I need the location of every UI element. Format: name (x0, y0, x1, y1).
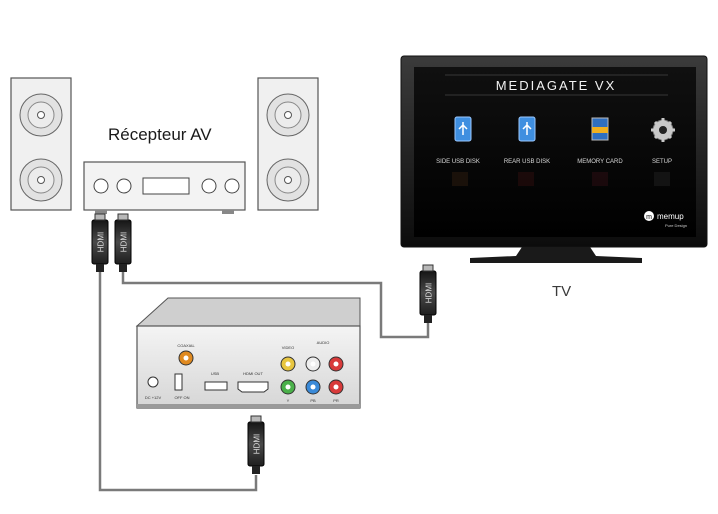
receiver-label: Récepteur AV (108, 125, 212, 144)
tv-menu-item-label: SIDE USB DISK (436, 159, 480, 165)
svg-text:HDMI OUT: HDMI OUT (243, 371, 263, 376)
power-switch (174, 373, 183, 391)
svg-text:Y: Y (287, 398, 290, 403)
cable-receiver-to-tv (121, 262, 430, 339)
receiver-display (142, 177, 190, 195)
tv-stand (470, 247, 642, 263)
hdmi-out-port (237, 381, 269, 393)
television: MEDIAGATE VX SIDE USB DISK REAR USB DISK… (400, 55, 708, 263)
tv-menu-item-label: MEMORY CARD (577, 159, 623, 165)
screen-reflections (452, 172, 670, 186)
memup-logo: m memup Pure Design (644, 211, 687, 228)
usb-disk-icon (518, 116, 536, 142)
hdmi-cables (98, 262, 430, 492)
svg-text:USB: USB (211, 371, 220, 376)
av-receiver (83, 161, 246, 214)
svg-text:VIDEO: VIDEO (282, 345, 294, 350)
svg-text:HDMI: HDMI (253, 434, 262, 454)
tv-menu-item-label: REAR USB DISK (504, 159, 550, 165)
cable-receiver-to-player (98, 262, 258, 492)
usb-port (204, 381, 228, 391)
memory-card-icon (591, 117, 609, 141)
svg-text:memup: memup (657, 212, 684, 221)
gear-icon (651, 118, 675, 142)
svg-text:DC +12V: DC +12V (145, 395, 162, 400)
svg-text:HDMI: HDMI (120, 232, 129, 252)
svg-text:m: m (646, 214, 652, 221)
hdmi-plug-player: HDMI (247, 415, 265, 474)
svg-text:HDMI: HDMI (425, 283, 434, 303)
svg-text:PR: PR (333, 398, 339, 403)
svg-text:HDMI: HDMI (97, 232, 106, 252)
svg-text:COAXIAL: COAXIAL (177, 343, 195, 348)
dc-port (147, 376, 159, 388)
tv-label: TV (552, 283, 572, 300)
hdmi-plug-receiver-1: HDMI (91, 213, 109, 272)
tv-menu-item-label: SETUP (652, 159, 672, 165)
svg-text:OFF ON: OFF ON (174, 395, 189, 400)
svg-text:Pure Design: Pure Design (665, 223, 687, 228)
media-player: COAXIAL DC +12V OFF ON USB HDMI OUT VIDE… (135, 297, 361, 409)
svg-text:AUDIO: AUDIO (317, 340, 330, 345)
left-speaker (10, 77, 72, 211)
svg-text:PB: PB (310, 398, 316, 403)
hdmi-plug-receiver-2: HDMI (114, 213, 132, 272)
tv-screen-title: MEDIAGATE VX (496, 78, 617, 93)
right-speaker (257, 77, 319, 211)
hdmi-plug-tv: HDMI (419, 264, 437, 323)
usb-disk-icon (454, 116, 472, 142)
